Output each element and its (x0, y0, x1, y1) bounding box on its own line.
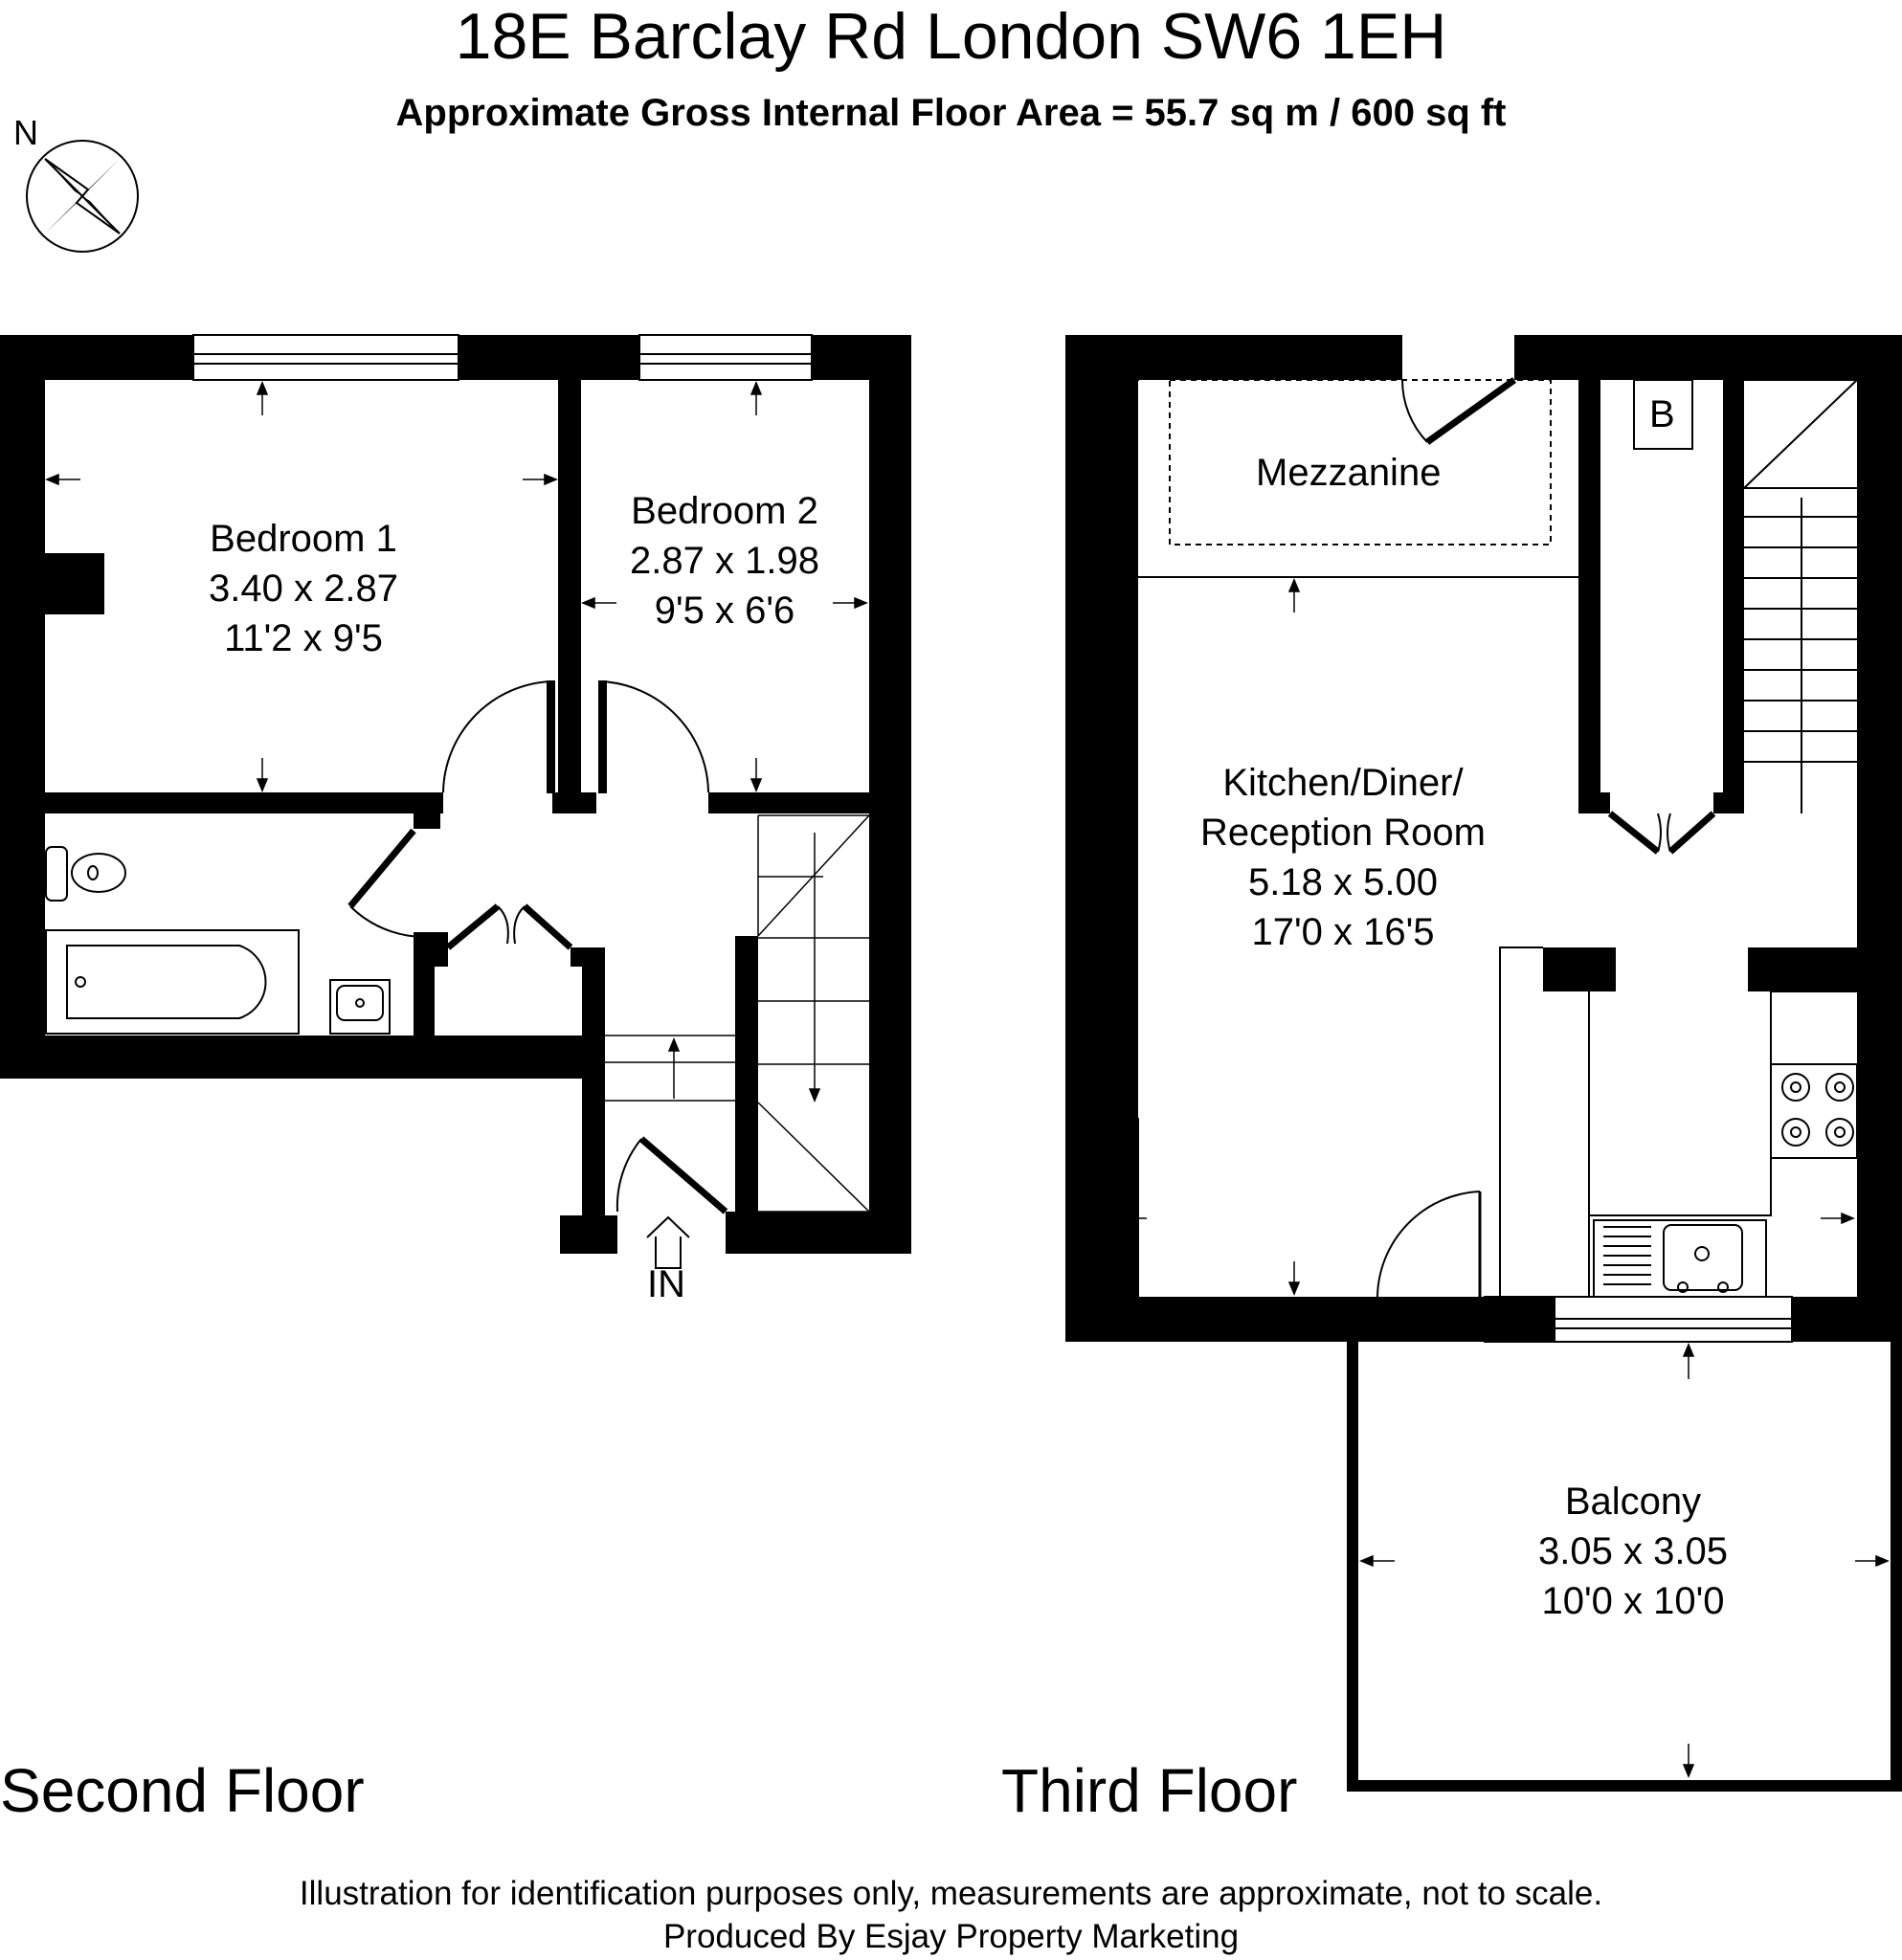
second-floor-stairs (605, 814, 870, 1213)
room-imperial: 9'5 x 6'6 (654, 590, 795, 632)
third-floor-walls (1065, 335, 1902, 1342)
kitchen-fixtures (1593, 1063, 1858, 1298)
producer-credit: Produced By Esjay Property Marketing (662, 1918, 1240, 1955)
third-floor-doors (1376, 377, 1716, 1298)
floor-label-third: Third Floor (1001, 1756, 1298, 1825)
room-name: Bedroom 2 (631, 490, 818, 532)
room-imperial: 11'2 x 9'5 (224, 617, 383, 659)
room-balcony: Balcony 3.05 x 3.05 10'0 x 10'0 (1509, 1477, 1757, 1626)
compass-label: N (13, 113, 38, 152)
room-imperial: 17'0 x 16'5 (1251, 911, 1435, 953)
entrance-label: IN (647, 1263, 685, 1305)
room-name: Balcony (1564, 1481, 1702, 1523)
room-imperial: 10'0 x 10'0 (1541, 1580, 1725, 1622)
room-mezzanine: Mezzanine (1256, 452, 1442, 494)
room-name: Bedroom 1 (210, 518, 397, 560)
floor-label-second: Second Floor (0, 1756, 365, 1825)
compass-icon (26, 140, 139, 253)
room-metric: 2.87 x 1.98 (630, 540, 819, 582)
third-floor-windows (1484, 1296, 1793, 1343)
room-kitchen-diner-reception: Kitchen/Diner/ Reception Room 5.18 x 5.0… (1152, 758, 1534, 957)
second-floor-windows (192, 334, 813, 381)
room-name-line2: Reception Room (1200, 812, 1486, 854)
room-name-line1: Kitchen/Diner/ (1222, 762, 1464, 804)
property-address: 18E Barclay Rd London SW6 1EH (455, 0, 1447, 73)
room-metric: 3.40 x 2.87 (209, 568, 398, 610)
second-floor-doors (347, 680, 728, 1214)
room-metric: 3.05 x 3.05 (1538, 1530, 1728, 1572)
bathroom-fixtures (45, 846, 391, 1035)
third-floor-dimension-arrows (1112, 578, 1890, 1778)
balcony-outline (1347, 1342, 1902, 1792)
second-floor-walls (0, 335, 911, 1254)
second-floor-dimension-arrows (45, 381, 868, 792)
boiler-label: B (1649, 393, 1675, 435)
disclaimer: Illustration for identification purposes… (299, 1875, 1603, 1912)
room-bedroom-2: Bedroom 2 2.87 x 1.98 9'5 x 6'6 (600, 486, 849, 635)
third-floor-outlines (1111, 379, 1858, 1297)
floor-area: Approximate Gross Internal Floor Area = … (395, 92, 1507, 134)
entrance-arrow-icon (646, 1215, 690, 1269)
room-bedroom-1: Bedroom 1 3.40 x 2.87 11'2 x 9'5 (179, 514, 428, 663)
room-metric: 5.18 x 5.00 (1248, 861, 1438, 903)
